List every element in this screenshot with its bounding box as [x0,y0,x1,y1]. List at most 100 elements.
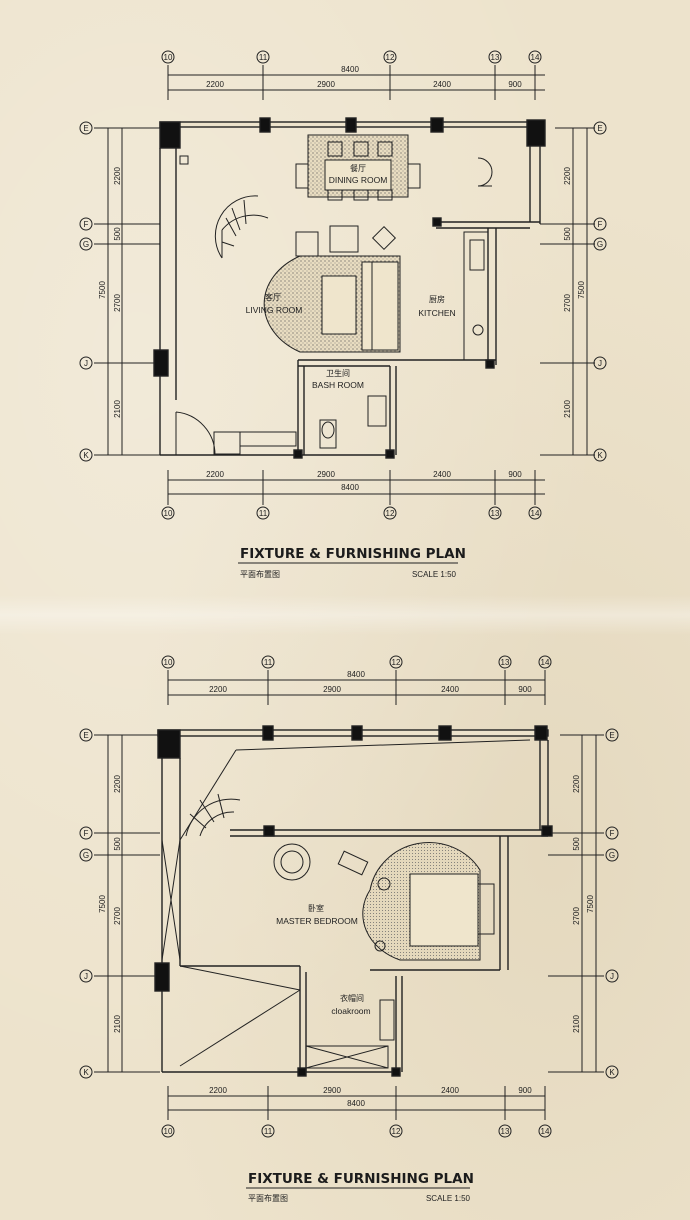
plan-2-left-dimensions [79,728,160,1079]
plan-1-title-block: FIXTURE & FURNISHING PLAN 平面布置图 SCALE 1:… [238,546,466,579]
plan-1-axis-right-G: G [597,240,603,249]
plan-2-axis-right-E: E [609,731,614,740]
plan-1-left-seg-4: 2100 [113,400,122,418]
plan-1-axis-top-10: 10 [164,53,173,62]
plan-2-axis-right-J: J [610,972,614,981]
room-label-bath-en: BASH ROOM [312,380,364,390]
plan-1-right-dimensions [540,121,607,462]
plan-2-top-seg-1: 2200 [209,685,227,694]
room-label-dining-cn: 餐厅 [350,164,366,173]
plan-1-bottom-dimensions [161,470,545,520]
plan-1-axis-bottom-12: 12 [386,509,395,518]
plan-1-axis-bottom-10: 10 [164,509,173,518]
plan-2-right-seg-3: 2700 [572,907,581,925]
plan-2-title: FIXTURE & FURNISHING PLAN [248,1171,474,1187]
plan-1-title: FIXTURE & FURNISHING PLAN [240,546,466,562]
room-label-bath-cn: 卫生间 [326,368,350,378]
plan-2-right-total: 7500 [586,895,595,913]
plan-2-right-dimensions [548,728,619,1079]
room-label-kitchen-en: KITCHEN [418,308,455,318]
plan-1-dining-table [295,134,421,201]
plan-1-bottom-seg-2: 2900 [317,470,335,479]
plan-2-left-total: 7500 [98,895,107,913]
plan-1-right-seg-1: 2200 [563,167,572,185]
plan-1-axis-top-13: 13 [491,53,500,62]
plan-2-room-labels: 卧室 MASTER BEDROOM 衣帽间 cloakroom [276,903,370,1016]
plan-1-top-seg-2: 2900 [317,80,335,89]
room-label-living-cn: 客厅 [265,292,281,302]
plan-2-axis-bottom-10: 10 [164,1127,173,1136]
plan-2-axis-top-13: 13 [501,658,510,667]
plan-1-axis-left-K: K [83,451,89,460]
plan-1-axis-top-14: 14 [531,53,540,62]
plan-2-right-seg-2: 500 [572,837,581,851]
plan-1-axis-labels: 10 11 12 13 14 10 11 12 13 14 E F G J K … [83,53,603,518]
sheet-fold-band [0,595,690,635]
plan-1-entry-door [175,411,241,456]
plan-1-axis-right-J: J [598,359,602,368]
plan-1-axis-right-K: K [597,451,603,460]
plan-2-left-seg-2: 500 [113,837,122,851]
plan-2-walls [154,725,553,1077]
plan-1-axis-left-F: F [84,220,89,229]
plan-1-left-seg-2: 500 [113,227,122,241]
plan-2-axis-left-J: J [84,972,88,981]
plan-2-axis-left-K: K [83,1068,89,1077]
plan-1-right-total: 7500 [577,281,586,299]
plan-1-top-total: 8400 [341,65,359,74]
plan-2-axis-top-12: 12 [392,658,401,667]
plan-1-right-seg-2: 500 [563,227,572,241]
plan-2 [79,655,619,1138]
plan-2-axis-left-E: E [83,731,88,740]
plan-1-living-area [263,225,401,353]
plan-1-top-dimensions [161,50,545,100]
plan-1-left-seg-1: 2200 [113,167,122,185]
plan-2-top-seg-4: 900 [518,685,532,694]
plan-2-title-block: FIXTURE & FURNISHING PLAN 平面布置图 SCALE 1:… [246,1171,474,1203]
plan-2-axis-labels: 10 11 12 13 14 10 11 12 13 14 E F G J K … [83,658,615,1136]
plan-2-spiral-stair [185,793,241,837]
plan-1-axis-left-G: G [83,240,89,249]
plan-1-left-seg-3: 2700 [113,294,122,312]
room-label-living-en: LIVING ROOM [246,305,303,315]
plan-1-left-total: 7500 [98,281,107,299]
plan-2-axis-right-G: G [609,851,615,860]
plan-1-axis-top-12: 12 [386,53,395,62]
plan-2-bottom-seg-3: 2400 [441,1086,459,1095]
plan-2-top-seg-2: 2900 [323,685,341,694]
plan-2-bed-area [273,842,495,961]
plan-1-spiral-stair [214,195,269,259]
plan-2-left-seg-3: 2700 [113,907,122,925]
plan-2-left-seg-1: 2200 [113,775,122,793]
plan-1-axis-right-F: F [598,220,603,229]
plan-2-bottom-dimensions [161,1086,552,1138]
plan-2-top-seg-3: 2400 [441,685,459,694]
plan-2-axis-top-14: 14 [541,658,550,667]
room-label-cloakroom-cn: 衣帽间 [340,993,364,1003]
plan-1-top-seg-1: 2200 [206,80,224,89]
plan-2-bottom-seg-4: 900 [518,1086,532,1095]
plan-2-subtitle-cn: 平面布置图 [248,1193,288,1203]
plan-2-top-dimensions [161,655,552,705]
room-label-cloakroom-en: cloakroom [331,1006,370,1016]
plan-2-axis-left-G: G [83,851,89,860]
plan-1-axis-right-E: E [597,124,602,133]
plan-2-axis-top-11: 11 [264,658,273,667]
plan-1-axis-bottom-11: 11 [259,509,268,518]
plan-1-bottom-seg-4: 900 [508,470,522,479]
plan-1-bottom-total: 8400 [341,483,359,492]
plan-1-bathroom-fixtures [179,155,387,449]
plan-1-bottom-seg-1: 2200 [206,470,224,479]
plan-2-bottom-seg-2: 2900 [323,1086,341,1095]
plan-1-right-seg-4: 2100 [563,400,572,418]
plan-2-cloakroom-fixtures [305,999,395,1069]
plan-2-top-total: 8400 [347,670,365,679]
plan-1-room-labels: 餐厅 DINING ROOM 客厅 LIVING ROOM 厨房 KITCHEN… [246,164,456,390]
room-label-bedroom-cn: 卧室 [308,903,324,913]
plan-2-axis-bottom-11: 11 [264,1127,273,1136]
room-label-bedroom-en: MASTER BEDROOM [276,916,358,926]
plan-2-axis-right-K: K [609,1068,615,1077]
plan-1-axis-left-E: E [83,124,88,133]
